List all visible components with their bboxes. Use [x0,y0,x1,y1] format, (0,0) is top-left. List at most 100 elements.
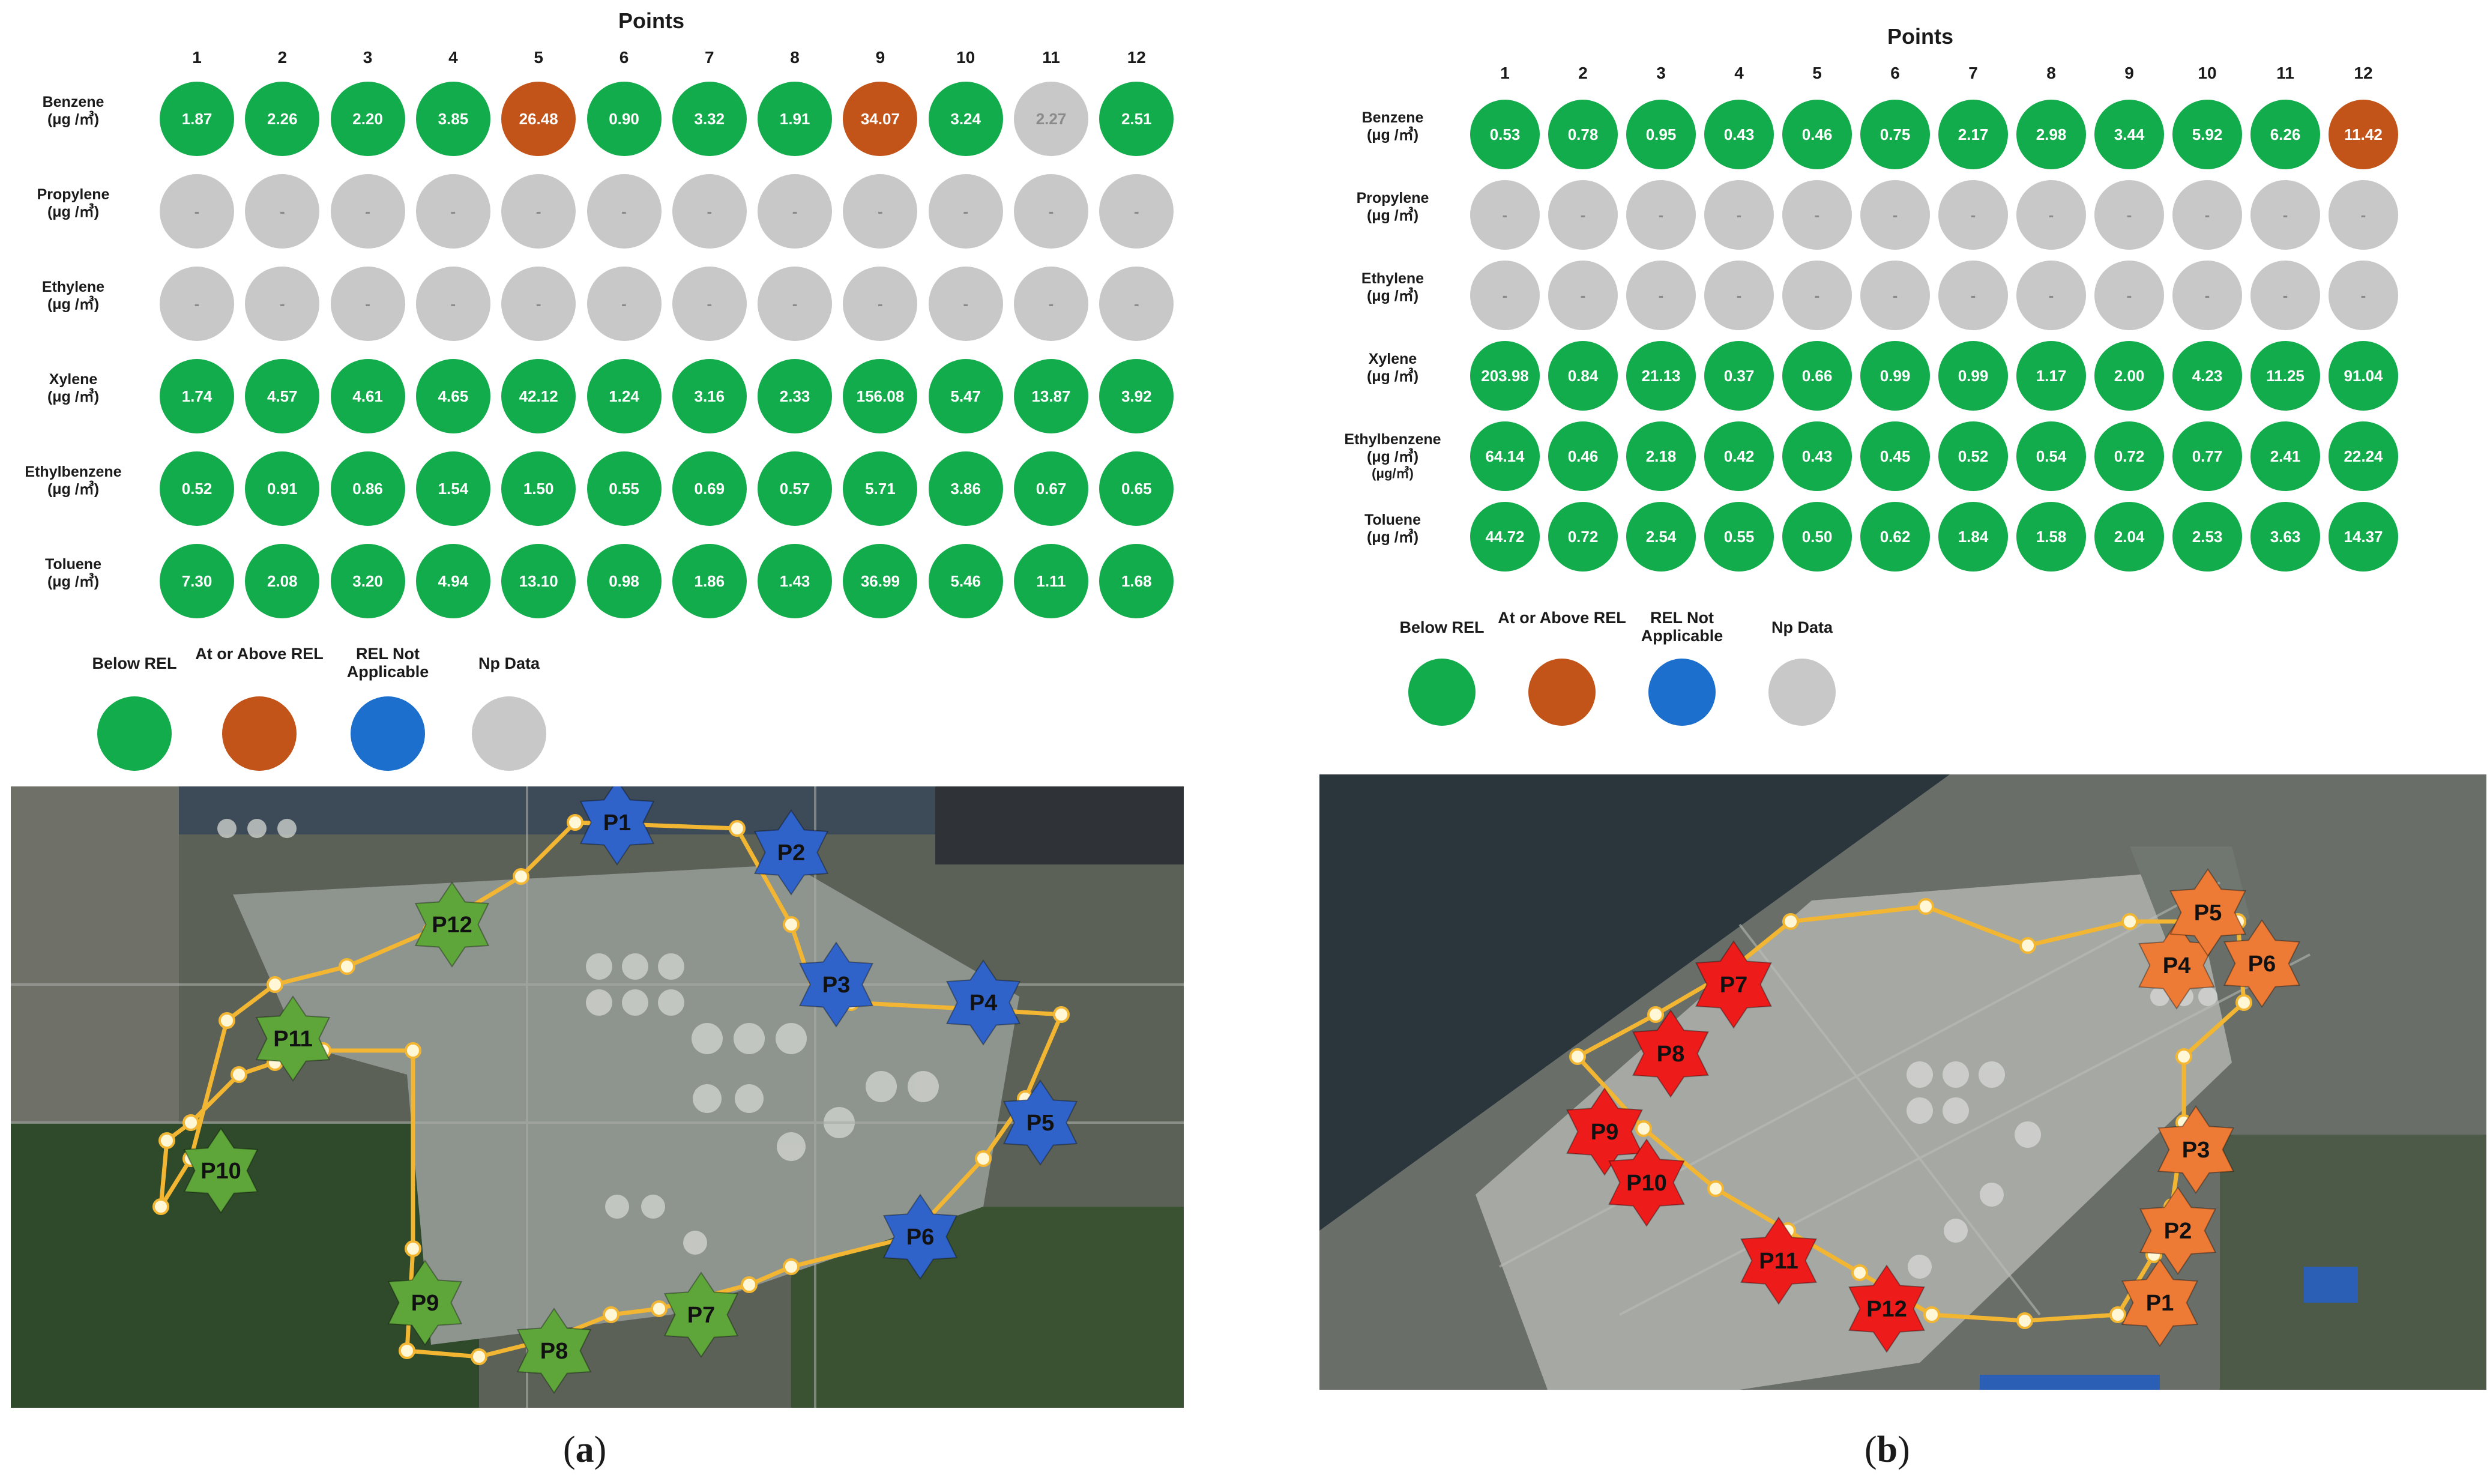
route-node [1923,1306,1940,1323]
legend-label: Np Data [1771,618,1833,636]
pollutant-name: Ethylene [41,279,105,295]
value-circle: 1.11 [1014,544,1088,618]
marker-p7: P7 [663,1271,739,1358]
value-circle: 3.32 [672,82,747,156]
value-circle: 5.71 [843,451,918,526]
value-circle: - [245,174,320,249]
marker-p6: P6 [882,1193,958,1280]
marker-star [798,941,874,1028]
column-number: 8 [2046,64,2056,82]
value-circle: - [2172,261,2242,330]
route-node [2019,937,2036,954]
value-circle: - [1099,267,1174,341]
marker-label: P11 [1759,1249,1798,1274]
row-label: Xylene(μg /㎥) [1309,351,1477,385]
value-circle: - [501,174,576,249]
value-circle: 0.53 [1470,100,1540,169]
value-circle: - [1014,174,1088,249]
row-label: Propylene(μg /㎥) [1309,190,1477,225]
value-circle: - [1704,261,1774,330]
marker-p9: P9 [1566,1087,1643,1176]
marker-p8: P8 [516,1308,592,1394]
value-circle: 0.91 [245,451,320,526]
legend-label: REL Not Applicable [346,645,429,681]
column-number: 9 [875,48,885,67]
value-circle: 2.20 [330,82,405,156]
pollutant-name: Propylene [37,186,110,203]
pollutant-unit-alt: (μg/㎥) [1372,465,1414,481]
value-circle: - [1626,261,1696,330]
legend-swatch [472,696,546,771]
pollutant-unit: (μg /㎥) [1366,528,1419,546]
value-circle: 5.92 [2172,100,2242,169]
marker-star [2157,1105,2234,1194]
value-circle: 0.45 [1860,421,1930,491]
route-node [975,1150,992,1167]
marker-p10: P10 [1608,1138,1685,1227]
value-circle: 2.26 [245,82,320,156]
row-label: Benzene(μg /㎥) [1309,109,1477,144]
value-circle: - [843,267,918,341]
value-circle: - [2250,180,2320,250]
column-number: 6 [1890,64,1900,82]
value-circle: 1.68 [1099,544,1174,618]
value-circle: 0.52 [160,451,234,526]
value-circle: 3.20 [330,544,405,618]
marker-label: P3 [822,973,850,998]
value-circle: 22.24 [2329,421,2398,491]
value-circle: - [245,267,320,341]
value-circle: 2.33 [758,359,833,433]
marker-star [579,786,655,866]
value-circle: 0.66 [1782,341,1852,411]
sampling-route [1574,904,2246,1323]
pollutant-name: Ethylbenzene [25,463,122,480]
marker-p2: P2 [753,809,829,896]
marker-p8: P8 [1632,1009,1709,1098]
value-circle: 4.94 [415,544,490,618]
value-circle: 5.46 [928,544,1003,618]
legend-swatch [1768,659,1836,726]
value-circle: 1.17 [2016,341,2086,411]
route-node [152,1198,169,1215]
legend-label: REL Not Applicable [1641,609,1723,645]
legend-swatch [351,696,425,771]
value-circle: - [160,267,234,341]
value-circle: 0.98 [586,544,662,618]
column-number: 3 [1656,64,1666,82]
marker-p4: P4 [945,959,1021,1046]
value-circle: 14.37 [2329,502,2398,572]
value-circle: - [2250,261,2320,330]
column-number: 11 [2276,64,2294,82]
pollutant-name: Propylene [1356,190,1429,207]
value-circle: 0.37 [1704,341,1774,411]
value-circle: 0.99 [1938,341,2008,411]
column-number: 12 [1127,48,1146,67]
marker-star [1002,1079,1078,1166]
row-label: Toluene(μg /㎥) [0,556,157,591]
value-circle: 13.10 [501,544,576,618]
marker-star [945,959,1021,1046]
column-number: 9 [2124,64,2134,82]
marker-star [255,995,331,1082]
value-circle: 3.24 [928,82,1003,156]
marker-label: P1 [2146,1291,2174,1316]
value-circle: - [1548,261,1618,330]
column-number: 3 [363,48,373,67]
value-circle: 3.16 [672,359,747,433]
value-circle: 2.00 [2094,341,2164,411]
pollutant-unit: (μg /㎥) [1366,207,1419,224]
value-circle: 0.90 [586,82,662,156]
marker-label: P10 [1626,1171,1667,1196]
marker-p7: P7 [1695,940,1772,1029]
row-label: Toluene(μg /㎥) [1309,511,1477,546]
route-node [339,958,355,975]
marker-label: P8 [540,1339,568,1364]
pollutant-unit: (μg /㎥) [47,110,100,128]
value-circle: - [1470,180,1540,250]
value-circle: - [1860,180,1930,250]
value-circle: - [758,174,833,249]
column-number: 5 [1812,64,1822,82]
value-circle: 0.43 [1782,421,1852,491]
column-number: 4 [1734,64,1744,82]
